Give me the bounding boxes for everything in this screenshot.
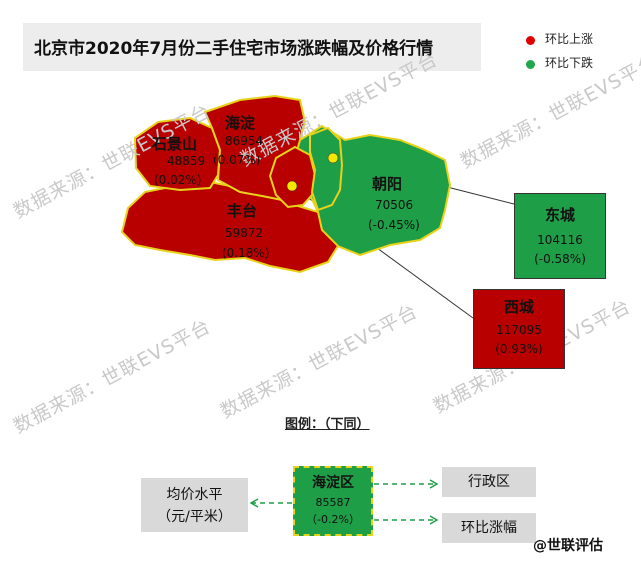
key-sample-name: 海淀区 [312, 475, 354, 491]
credit-label: @世联评估 [533, 538, 603, 554]
key-sample-change: （-0.2%） [306, 513, 360, 526]
label-shijingshan-name: 石景山 [152, 135, 198, 153]
legend-down-dot [526, 60, 535, 69]
label-haidian-change: (0.07%) [213, 153, 261, 167]
callout-xicheng-price: 117095 [496, 323, 542, 337]
callout-xicheng-change: (0.93%) [495, 342, 543, 356]
key-arrow-admin-head [429, 479, 439, 489]
label-shijingshan-change: (0.02%) [154, 173, 202, 187]
callout-dongcheng[interactable]: 东城 104116 (-0.58%) [514, 193, 606, 279]
marker-dongcheng [327, 152, 339, 164]
callout-dongcheng-name: 东城 [544, 206, 575, 224]
label-fengtai-change: (0.18%) [222, 246, 270, 260]
key-arrow-price-head [249, 498, 259, 508]
label-chaoyang-price: 70506 [375, 198, 414, 212]
key-change-label: 环比涨幅 [442, 513, 536, 543]
label-fengtai-name: 丰台 [227, 202, 258, 220]
district-dongcheng[interactable] [309, 126, 344, 212]
label-haidian-price: 86954 [225, 134, 264, 148]
legend-up-dot [526, 36, 535, 45]
callout-dongcheng-price: 104116 [537, 233, 583, 247]
callout-xicheng[interactable]: 西城 117095 (0.93%) [473, 289, 565, 369]
legend-down-label: 环比下跌 [545, 56, 594, 70]
label-haidian-name: 海淀 [225, 114, 256, 132]
label-chaoyang-change: (-0.45%) [368, 218, 420, 232]
label-shijingshan-price: 48859 [167, 154, 206, 168]
key-sample-price: 85587 [315, 496, 351, 509]
key-admin-label: 行政区 [442, 467, 536, 497]
key-title: 图例：（下同） [285, 417, 370, 432]
key-sample-box: 海淀区 85587 （-0.2%） [293, 466, 373, 536]
legend-up-label: 环比上涨 [545, 32, 594, 46]
label-fengtai-price: 59872 [225, 226, 264, 240]
key-price-label-line2: （元/平米） [157, 509, 232, 525]
district-xicheng[interactable] [268, 145, 317, 209]
label-chaoyang-name: 朝阳 [372, 175, 403, 193]
title-banner [23, 23, 481, 71]
key-price-label: 均价水平 （元/平米） [141, 478, 248, 532]
key-arrow-change-head [429, 515, 439, 525]
callout-xicheng-name: 西城 [503, 298, 534, 316]
callout-dongcheng-change: (-0.58%) [534, 252, 586, 266]
page-title: 北京市2020年7月份二手住宅市场涨跌幅及价格行情 [34, 39, 434, 59]
marker-xicheng [286, 180, 298, 192]
key-price-label-line1: 均价水平 [166, 487, 223, 503]
